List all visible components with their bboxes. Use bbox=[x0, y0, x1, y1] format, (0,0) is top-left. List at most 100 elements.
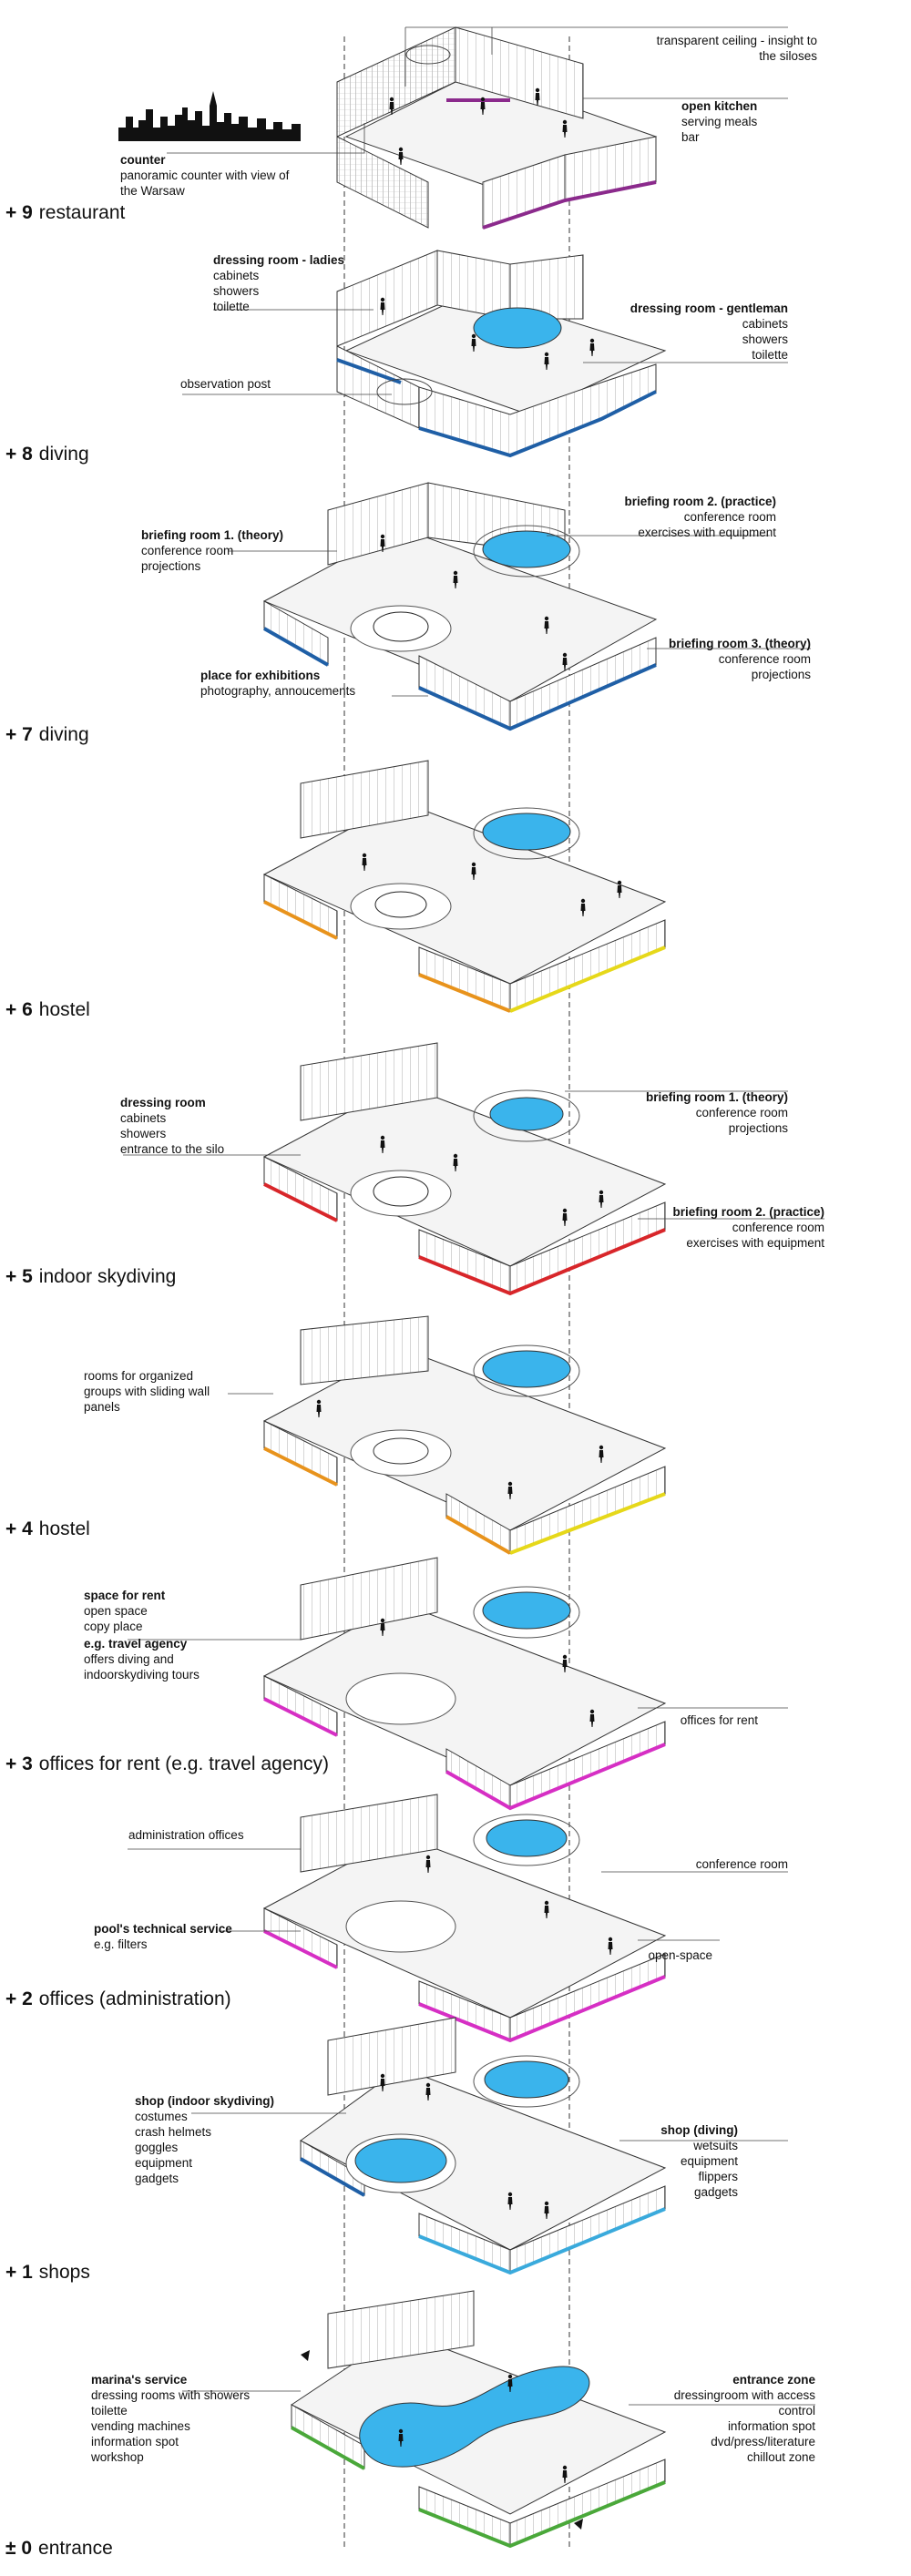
floor-2-drawing bbox=[262, 1794, 667, 2043]
label-open-kitchen: open kitchen serving meals bar bbox=[681, 98, 757, 145]
label-title: briefing room 1. (theory) bbox=[141, 528, 284, 542]
label-shop-indoor-skydiving: shop (indoor skydiving) costumes crash h… bbox=[135, 2093, 274, 2186]
label-title: counter bbox=[120, 153, 166, 167]
label-line: conference room bbox=[732, 1221, 824, 1234]
label-title: shop (indoor skydiving) bbox=[135, 2094, 275, 2108]
label-dressing-ladies: dressing room - ladies cabinets showers … bbox=[213, 252, 344, 314]
leader-lines bbox=[123, 26, 824, 2406]
floor-9-drawing bbox=[336, 26, 658, 230]
label-line: wetsuits bbox=[693, 2139, 738, 2152]
label-title: space for rent bbox=[84, 1589, 166, 1602]
label-line: equipment bbox=[680, 2154, 738, 2168]
label-line: conference room bbox=[695, 1857, 788, 1871]
label-briefing-room-1-f7: briefing room 1. (theory) conference roo… bbox=[141, 527, 283, 574]
floor-0-drawing bbox=[291, 2290, 667, 2549]
floor-name: diving bbox=[38, 444, 89, 465]
label-line: panoramic counter with view of bbox=[120, 169, 290, 182]
label-line: workshop bbox=[91, 2450, 144, 2464]
floor-name: entrance bbox=[38, 2538, 113, 2559]
label-line: offers diving and bbox=[84, 1652, 174, 1666]
label-line: copy place bbox=[84, 1620, 143, 1633]
label-title: dressing room - gentleman bbox=[630, 302, 788, 315]
label-line: control bbox=[778, 2404, 815, 2418]
label-line: cabinets bbox=[120, 1111, 167, 1125]
floor-level: + 4 bbox=[5, 1518, 33, 1539]
label-title: place for exhibitions bbox=[200, 669, 321, 682]
label-marinas-service: marina's service dressing rooms with sho… bbox=[91, 2372, 250, 2465]
floor-level: + 1 bbox=[5, 2262, 33, 2283]
label-line: conference room bbox=[718, 652, 811, 666]
label-transparent-ceiling: transparent ceiling - insight to the sil… bbox=[657, 33, 817, 64]
label-line: equipment bbox=[135, 2156, 193, 2170]
label-title: briefing room 2. (practice) bbox=[624, 495, 776, 508]
label-line: information spot bbox=[91, 2435, 179, 2448]
label-title: briefing room 2. (practice) bbox=[672, 1205, 824, 1219]
label-line: projections bbox=[141, 559, 201, 573]
label-briefing-room-3-f7: briefing room 3. (theory) conference roo… bbox=[669, 636, 811, 682]
label-line: photography, annoucements bbox=[200, 684, 356, 698]
label-line: offices for rent bbox=[680, 1713, 758, 1727]
label-line: showers bbox=[120, 1127, 167, 1140]
label-entrance-zone: entrance zone dressingroom with access c… bbox=[674, 2372, 815, 2465]
label-title: pool's technical service bbox=[94, 1922, 232, 1936]
label-line: exercises with equipment bbox=[638, 526, 776, 539]
label-line: showers bbox=[213, 284, 260, 298]
label-line: transparent ceiling - insight to bbox=[656, 34, 817, 47]
label-offices-for-rent: offices for rent bbox=[681, 1712, 758, 1728]
floor-3-drawing bbox=[262, 1557, 667, 1811]
label-line: cabinets bbox=[213, 269, 260, 282]
floor-6-drawing bbox=[262, 760, 667, 1013]
label-line: open space bbox=[84, 1604, 148, 1618]
label-line: showers bbox=[742, 332, 788, 346]
floor-level: + 7 bbox=[5, 724, 33, 745]
floor-name: restaurant bbox=[38, 202, 126, 223]
label-line: rooms for organized bbox=[84, 1369, 194, 1383]
label-title: open kitchen bbox=[681, 99, 758, 113]
label-briefing-room-2-f5: briefing room 2. (practice) conference r… bbox=[672, 1204, 824, 1251]
label-dressing-room-f5: dressing room cabinets showers entrance … bbox=[120, 1095, 224, 1157]
label-line: exercises with equipment bbox=[686, 1236, 824, 1250]
label-line: indoorskydiving tours bbox=[84, 1668, 200, 1682]
floor-name: shops bbox=[38, 2262, 90, 2283]
floor-level: + 8 bbox=[5, 444, 33, 465]
label-line: serving meals bbox=[681, 115, 758, 128]
label-line: groups with sliding wall bbox=[84, 1385, 210, 1398]
label-title: briefing room 3. (theory) bbox=[668, 637, 811, 650]
label-administration-offices: administration offices bbox=[128, 1827, 244, 1843]
label-line: dressing rooms with showers bbox=[91, 2388, 251, 2402]
floor-name: hostel bbox=[38, 1518, 90, 1539]
floor-name: offices for rent (e.g. travel agency) bbox=[38, 1753, 330, 1774]
label-line: dressingroom with access bbox=[673, 2388, 815, 2402]
label-space-for-rent: space for rent open space copy place bbox=[84, 1588, 165, 1634]
label-line: conference room bbox=[141, 544, 234, 557]
label-line: vending machines bbox=[91, 2419, 190, 2433]
floor-5-drawing bbox=[262, 1042, 667, 1296]
floor-name: hostel bbox=[38, 999, 90, 1020]
floor-7-drawing bbox=[262, 482, 658, 731]
label-line: conference room bbox=[683, 510, 776, 524]
label-line: observation post bbox=[180, 377, 271, 391]
label-title: dressing room - ladies bbox=[213, 253, 345, 267]
label-line: the Warsaw bbox=[120, 184, 185, 198]
label-shop-diving: shop (diving) wetsuits equipment flipper… bbox=[660, 2122, 738, 2200]
label-title: entrance zone bbox=[732, 2373, 815, 2387]
label-place-for-exhibitions: place for exhibitions photography, annou… bbox=[200, 668, 355, 699]
label-title: shop (diving) bbox=[660, 2123, 738, 2137]
label-line: toilette bbox=[213, 300, 250, 313]
label-line: toilette bbox=[752, 348, 788, 362]
label-title: dressing room bbox=[120, 1096, 206, 1109]
floor-level: + 5 bbox=[5, 1266, 33, 1287]
label-line: conference room bbox=[695, 1106, 788, 1119]
label-dressing-gentleman: dressing room - gentleman cabinets showe… bbox=[630, 301, 788, 363]
label-line: open-space bbox=[648, 1948, 712, 1962]
label-line: information spot bbox=[727, 2419, 815, 2433]
floor-name: diving bbox=[38, 724, 89, 745]
label-line: gadgets bbox=[693, 2185, 738, 2199]
label-line: administration offices bbox=[128, 1828, 244, 1842]
label-rooms-organized-groups: rooms for organized groups with sliding … bbox=[84, 1368, 210, 1415]
floor-name: offices (administration) bbox=[38, 1988, 231, 2009]
